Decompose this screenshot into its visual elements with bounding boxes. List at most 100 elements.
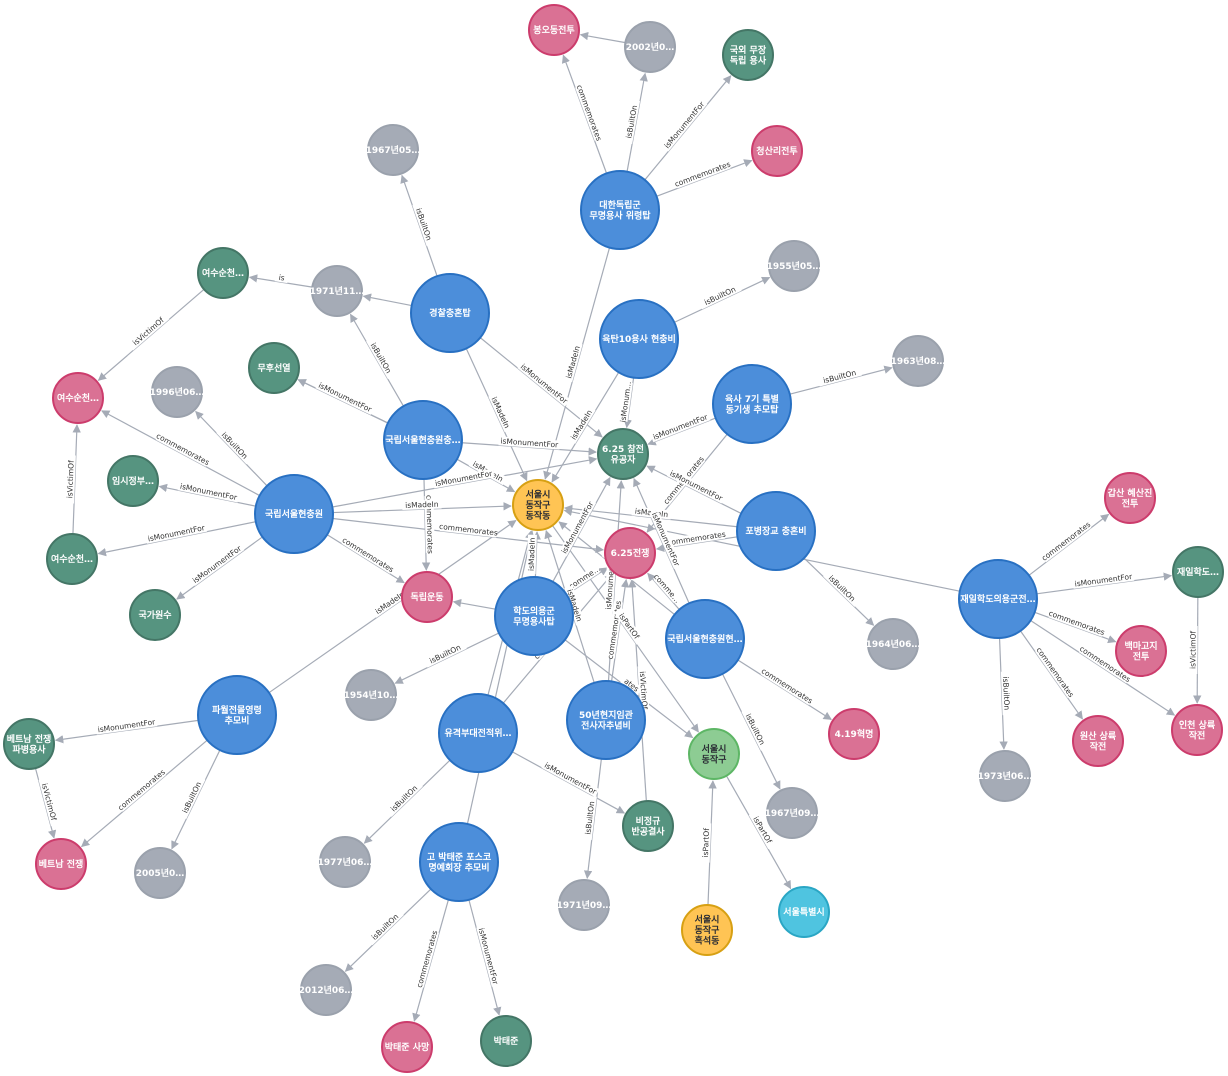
node-circle[interactable] bbox=[624, 21, 676, 73]
graph-edge[interactable] bbox=[97, 288, 205, 381]
graph-node-bongo[interactable]: 봉오동전투 bbox=[528, 4, 580, 56]
node-circle[interactable] bbox=[107, 455, 159, 507]
graph-node-d1996[interactable]: 1996년06… bbox=[150, 366, 205, 418]
graph-edge[interactable] bbox=[623, 377, 635, 429]
graph-edge[interactable] bbox=[998, 637, 1008, 750]
graph-edge[interactable] bbox=[465, 348, 528, 482]
node-circle[interactable] bbox=[736, 491, 816, 571]
graph-node-yeosu-p[interactable]: 여수순천… bbox=[197, 247, 249, 299]
node-circle[interactable] bbox=[558, 879, 610, 931]
node-circle[interactable] bbox=[828, 708, 880, 760]
node-circle[interactable] bbox=[129, 589, 181, 641]
node-circle[interactable] bbox=[722, 29, 774, 81]
graph-node-cheongsan[interactable]: 청산리전투 bbox=[751, 125, 803, 177]
graph-node-d1971a[interactable]: 1971년11… bbox=[310, 265, 365, 317]
graph-edge[interactable] bbox=[551, 372, 620, 483]
node-circle[interactable] bbox=[867, 618, 919, 670]
node-circle[interactable] bbox=[151, 366, 203, 418]
node-circle[interactable] bbox=[300, 964, 352, 1016]
graph-node-nat-seoul-b[interactable]: 국립서울현충원현… bbox=[665, 599, 745, 679]
node-circle[interactable] bbox=[319, 836, 371, 888]
node-circle[interactable] bbox=[597, 428, 649, 480]
graph-node-police[interactable]: 경찰충혼탑 bbox=[410, 273, 490, 353]
graph-node-war625[interactable]: 6.25전쟁 bbox=[604, 527, 656, 579]
graph-node-musu[interactable]: 무후선열 bbox=[248, 342, 300, 394]
graph-node-d1954[interactable]: 1954년10… bbox=[344, 669, 399, 721]
graph-node-imsi[interactable]: 임시정부… bbox=[107, 455, 159, 507]
graph-node-jaeil-p[interactable]: 재일학도… bbox=[1172, 546, 1224, 598]
node-circle[interactable] bbox=[892, 335, 944, 387]
node-circle[interactable] bbox=[622, 800, 674, 852]
graph-edge[interactable] bbox=[452, 598, 496, 610]
node-circle[interactable] bbox=[197, 675, 277, 755]
node-circle[interactable] bbox=[528, 4, 580, 56]
graph-edge[interactable] bbox=[34, 768, 57, 839]
graph-edge[interactable] bbox=[349, 313, 405, 407]
node-circle[interactable] bbox=[778, 886, 830, 938]
graph-edge[interactable] bbox=[647, 417, 716, 446]
graph-node-d2002[interactable]: 2002년0… bbox=[624, 21, 676, 73]
graph-edge[interactable] bbox=[268, 519, 517, 694]
graph-node-vietnam-e[interactable]: 베트남 전쟁 bbox=[35, 838, 87, 890]
node-circle[interactable] bbox=[401, 571, 453, 623]
graph-node-yugyeok[interactable]: 유격부대전적위… bbox=[438, 693, 518, 773]
graph-node-d2012[interactable]: 2012년06… bbox=[299, 964, 354, 1016]
node-circle[interactable] bbox=[1115, 625, 1167, 677]
node-circle[interactable] bbox=[604, 527, 656, 579]
node-circle[interactable] bbox=[599, 299, 679, 379]
node-circle[interactable] bbox=[3, 718, 55, 770]
node-circle[interactable] bbox=[52, 372, 104, 424]
node-circle[interactable] bbox=[751, 125, 803, 177]
node-circle[interactable] bbox=[1171, 704, 1223, 756]
graph-node-d1967b[interactable]: 1967년09… bbox=[765, 787, 820, 839]
graph-edge[interactable] bbox=[394, 632, 500, 684]
node-circle[interactable] bbox=[665, 599, 745, 679]
graph-edge[interactable] bbox=[101, 410, 260, 497]
graph-edge[interactable] bbox=[1036, 572, 1173, 595]
node-circle[interactable] bbox=[766, 787, 818, 839]
node-circle[interactable] bbox=[480, 1015, 532, 1067]
graph-edge[interactable] bbox=[1019, 630, 1083, 720]
node-circle[interactable] bbox=[383, 400, 463, 480]
graph-edge[interactable] bbox=[579, 31, 626, 44]
node-circle[interactable] bbox=[580, 170, 660, 250]
node-circle[interactable] bbox=[311, 265, 363, 317]
node-circle[interactable] bbox=[46, 533, 98, 585]
graph-node-d1971b[interactable]: 1971년09… bbox=[557, 879, 612, 931]
graph-node-yuktan[interactable]: 육탄10용사 현충비 bbox=[599, 299, 679, 379]
node-circle[interactable] bbox=[512, 479, 564, 531]
node-circle[interactable] bbox=[248, 342, 300, 394]
graph-node-apr19[interactable]: 4.19혁명 bbox=[828, 708, 880, 760]
graph-edge[interactable] bbox=[468, 899, 502, 1016]
node-circle[interactable] bbox=[419, 822, 499, 902]
graph-node-park-death[interactable]: 박태준 사망 bbox=[381, 1021, 433, 1073]
graph-edge[interactable] bbox=[97, 521, 256, 557]
graph-edge[interactable] bbox=[176, 536, 263, 600]
graph-node-gukga[interactable]: 국가원수 bbox=[129, 589, 181, 641]
graph-node-pobyeong[interactable]: 포병장교 충혼비 bbox=[736, 491, 816, 571]
node-circle[interactable] bbox=[1172, 546, 1224, 598]
graph-node-yeosu-p2[interactable]: 여수순천… bbox=[46, 533, 98, 585]
node-circle[interactable] bbox=[197, 247, 249, 299]
graph-node-jaeil[interactable]: 재일학도의용군전… bbox=[958, 559, 1038, 639]
graph-edge[interactable] bbox=[644, 75, 732, 181]
graph-edge[interactable] bbox=[674, 276, 771, 323]
graph-node-yeosu-e[interactable]: 여수순천… bbox=[52, 372, 104, 424]
graph-node-seoul[interactable]: 서울특별시 bbox=[778, 886, 830, 938]
node-circle[interactable] bbox=[768, 240, 820, 292]
graph-node-indep-move[interactable]: 독립운동 bbox=[401, 571, 453, 623]
